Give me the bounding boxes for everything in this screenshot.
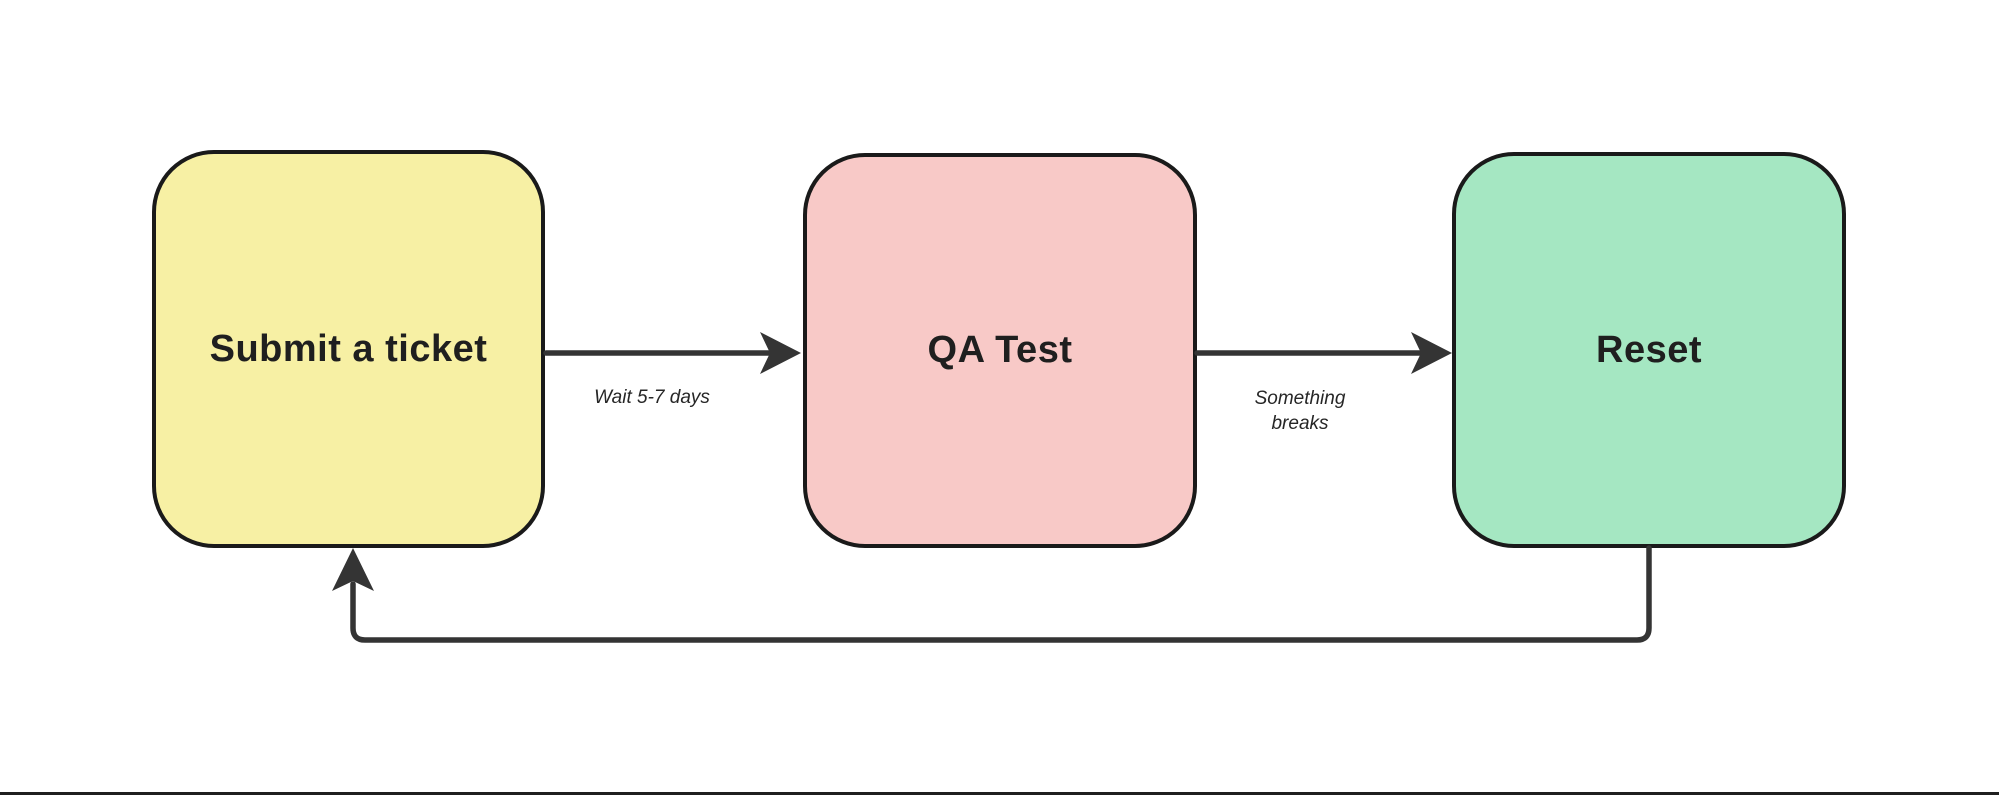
arrowhead-right-icon: [760, 332, 801, 374]
edge-qa-to-reset[interactable]: [1194, 332, 1452, 374]
node-reset[interactable]: Reset: [1452, 152, 1846, 548]
arrowhead-up-icon: [332, 548, 374, 591]
edge-submit-to-qa[interactable]: [543, 332, 801, 374]
node-qa-test[interactable]: QA Test: [803, 153, 1197, 548]
node-submit-a-ticket-label: Submit a ticket: [209, 327, 488, 370]
edge-reset-to-submit-line: [350, 545, 1652, 643]
edge-reset-to-submit-loop[interactable]: [332, 545, 1652, 643]
node-submit-a-ticket[interactable]: Submit a ticket: [152, 150, 545, 548]
node-qa-test-label: QA Test: [927, 329, 1073, 371]
edge-label-wait-5-7-days[interactable]: Wait 5-7 days: [594, 387, 710, 408]
bottom-window-edge: [0, 792, 1999, 795]
edge-label-something-breaks[interactable]: Something breaks: [1254, 388, 1346, 434]
node-reset-label: Reset: [1596, 328, 1702, 371]
arrowhead-right-icon: [1411, 332, 1452, 374]
